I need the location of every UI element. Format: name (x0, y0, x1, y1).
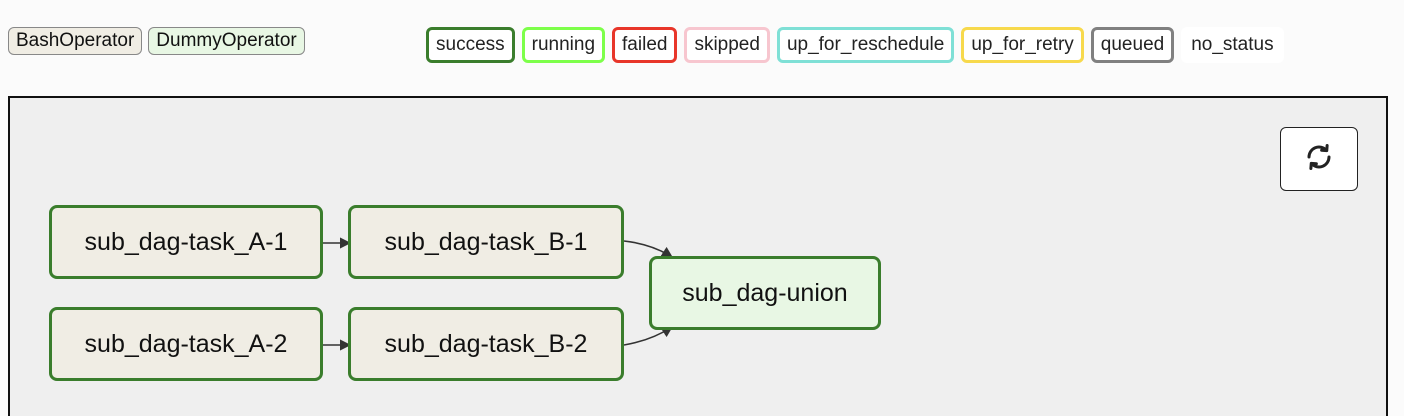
state-up-for-reschedule[interactable]: up_for_reschedule (776, 27, 955, 63)
state-queued[interactable]: queued (1090, 27, 1175, 63)
task-node-a1[interactable]: sub_dag-task_A-1 (49, 205, 323, 279)
legend-dummy-operator[interactable]: DummyOperator (148, 27, 305, 55)
task-node-label: sub_dag-union (682, 278, 848, 307)
legend-bash-operator[interactable]: BashOperator (8, 27, 143, 55)
task-node-b1[interactable]: sub_dag-task_B-1 (348, 205, 624, 279)
state-running[interactable]: running (521, 27, 606, 63)
refresh-icon (1304, 142, 1334, 177)
refresh-button[interactable] (1280, 127, 1358, 191)
task-node-a2[interactable]: sub_dag-task_A-2 (49, 307, 323, 381)
dag-graph-canvas[interactable]: sub_dag-task_A-1 sub_dag-task_B-1 sub_da… (8, 96, 1388, 416)
state-no-status[interactable]: no_status (1181, 27, 1284, 63)
state-up-for-retry[interactable]: up_for_retry (961, 27, 1084, 63)
task-node-b2[interactable]: sub_dag-task_B-2 (348, 307, 624, 381)
state-success[interactable]: success (426, 27, 515, 63)
task-node-label: sub_dag-task_A-1 (84, 227, 288, 256)
state-skipped[interactable]: skipped (684, 27, 770, 63)
state-legend: success running failed skipped up_for_re… (426, 27, 1284, 63)
task-node-label: sub_dag-task_B-1 (384, 227, 588, 256)
task-node-label: sub_dag-task_A-2 (84, 329, 288, 358)
operator-legend: BashOperator DummyOperator (8, 27, 305, 55)
task-node-union[interactable]: sub_dag-union (649, 256, 881, 330)
state-failed[interactable]: failed (612, 27, 678, 63)
edge-b1-union (623, 240, 673, 258)
task-node-label: sub_dag-task_B-2 (384, 329, 588, 358)
